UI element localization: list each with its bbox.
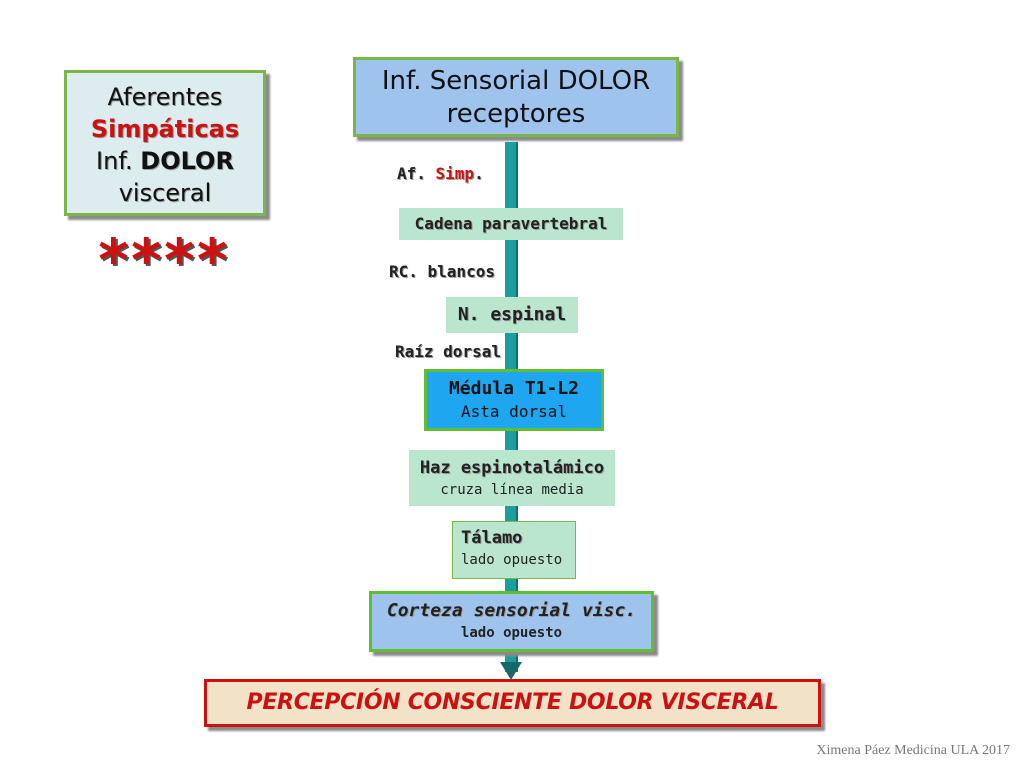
medula-subtitle: Asta dorsal <box>461 402 567 421</box>
summary-line-visceral: visceral <box>118 179 212 207</box>
pathway-arrow-head <box>500 662 522 680</box>
receptor-subtitle: receptores <box>446 99 586 129</box>
label-rc-blancos: RC. blancos <box>389 262 495 281</box>
label-simp-text: Simp <box>435 164 475 183</box>
label-af-simp: Af. Simp. <box>397 164 484 183</box>
receptor-box: Inf. Sensorial DOLOR receptores <box>353 57 679 137</box>
node-medula: Médula T1-L2 Asta dorsal <box>424 369 604 431</box>
corteza-subtitle: lado opuesto <box>460 625 563 641</box>
node-talamo: Tálamo lado opuesto <box>452 521 576 579</box>
talamo-title: Tálamo <box>461 528 523 548</box>
summary-line-simpaticas: Simpáticas <box>90 115 240 143</box>
label-af-text: Af. <box>397 164 436 183</box>
talamo-subtitle: lado opuesto <box>461 552 563 568</box>
label-af-dot: . <box>474 164 484 183</box>
node-cadena-paravertebral: Cadena paravertebral <box>399 208 623 240</box>
medula-title: Médula T1-L2 <box>448 378 580 399</box>
haz-subtitle: cruza línea media <box>440 482 584 498</box>
summary-inf-text: Inf. <box>96 147 141 175</box>
summary-line-aferentes: Aferentes <box>107 83 223 111</box>
corteza-title: Corteza sensorial visc. <box>386 600 637 621</box>
stars-emphasis: **** <box>96 226 230 294</box>
summary-dolor-text: DOLOR <box>140 147 234 175</box>
node-nervio-espinal: N. espinal <box>446 297 578 333</box>
author-credit: Ximena Páez Medicina ULA 2017 <box>816 743 1010 758</box>
haz-title: Haz espinotalámico <box>419 458 605 478</box>
node-corteza-sensorial: Corteza sensorial visc. lado opuesto <box>369 591 654 652</box>
receptor-title: Inf. Sensorial DOLOR <box>381 66 651 96</box>
node-haz-espinotalamico: Haz espinotalámico cruza línea media <box>409 450 615 506</box>
node-percepcion-consciente: PERCEPCIÓN CONSCIENTE DOLOR VISCERAL <box>204 679 821 727</box>
afferent-summary-box: Aferentes Simpáticas Inf. DOLOR visceral <box>64 70 266 216</box>
label-raiz-dorsal: Raíz dorsal <box>395 342 501 361</box>
summary-line-inf-dolor: Inf. DOLOR <box>67 145 263 177</box>
